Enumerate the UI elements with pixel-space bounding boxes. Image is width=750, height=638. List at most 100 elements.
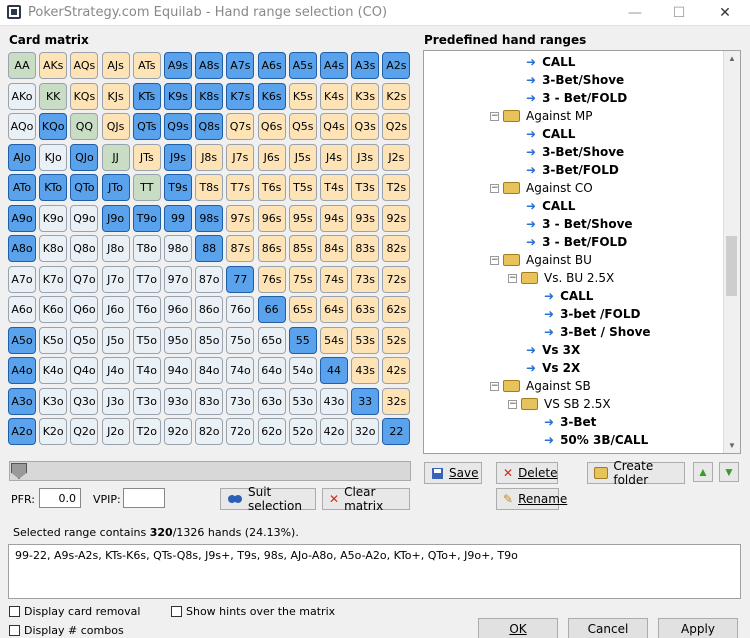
range-text-box[interactable]: 99-22, A9s-A2s, KTs-K6s, QTs-Q8s, J9s+, … — [8, 544, 741, 599]
matrix-cell-44[interactable]: 44 — [320, 357, 348, 384]
matrix-cell-J7o[interactable]: J7o — [101, 265, 130, 293]
collapse-icon[interactable]: − — [490, 380, 499, 391]
matrix-cell-T5o[interactable]: T5o — [132, 326, 161, 354]
collapse-icon[interactable]: − — [490, 182, 499, 193]
matrix-cell-J7s[interactable]: J7s — [226, 143, 255, 171]
matrix-cell-73s[interactable]: 73s — [351, 265, 380, 293]
tree-item[interactable]: ➜CALL — [526, 197, 575, 215]
matrix-cell-J2s[interactable]: J2s — [382, 143, 411, 171]
matrix-cell-K8o[interactable]: K8o — [39, 235, 68, 262]
matrix-cell-A8o[interactable]: A8o — [8, 235, 36, 262]
matrix-cell-K5s[interactable]: K5s — [288, 82, 317, 110]
tree-item[interactable]: ➜3-bet /FOLD — [544, 305, 640, 323]
minimize-button[interactable]: — — [628, 5, 642, 21]
matrix-cell-J8s[interactable]: J8s — [195, 143, 224, 171]
matrix-cell-JTs[interactable]: JTs — [132, 143, 161, 171]
close-button[interactable]: ✕ — [719, 5, 731, 21]
suit-selection-button[interactable]: Suit selection — [220, 485, 316, 513]
tree-item[interactable]: ➜3-Bet — [544, 413, 596, 431]
vpip-input[interactable] — [123, 488, 165, 508]
matrix-cell-83o[interactable]: 83o — [195, 387, 224, 415]
matrix-cell-T9o[interactable]: T9o — [132, 204, 161, 232]
collapse-icon[interactable]: − — [508, 272, 517, 283]
matrix-cell-92s[interactable]: 92s — [382, 204, 411, 232]
matrix-cell-J3o[interactable]: J3o — [101, 387, 130, 415]
tree-item[interactable]: ➜CALL — [544, 287, 593, 305]
tree-item[interactable]: ➜CALL — [526, 125, 575, 143]
matrix-cell-T9s[interactable]: T9s — [164, 174, 192, 201]
matrix-cell-98s[interactable]: 98s — [195, 204, 224, 232]
matrix-cell-ATs[interactable]: ATs — [132, 52, 161, 79]
matrix-cell-54s[interactable]: 54s — [320, 326, 348, 354]
matrix-cell-A3s[interactable]: A3s — [351, 52, 380, 79]
matrix-cell-A3o[interactable]: A3o — [8, 387, 36, 415]
matrix-cell-82o[interactable]: 82o — [195, 418, 224, 445]
matrix-cell-Q3o[interactable]: Q3o — [70, 387, 99, 415]
matrix-cell-32o[interactable]: 32o — [351, 418, 380, 445]
matrix-cell-K9s[interactable]: K9s — [164, 82, 192, 110]
matrix-cell-Q6o[interactable]: Q6o — [70, 296, 99, 323]
tree-item[interactable]: ➜Vs 3X — [526, 341, 580, 359]
matrix-cell-AKs[interactable]: AKs — [39, 52, 68, 79]
matrix-cell-K8s[interactable]: K8s — [195, 82, 224, 110]
matrix-cell-93s[interactable]: 93s — [351, 204, 380, 232]
matrix-cell-J6s[interactable]: J6s — [257, 143, 286, 171]
matrix-cell-K3s[interactable]: K3s — [351, 82, 380, 110]
matrix-cell-52o[interactable]: 52o — [288, 418, 317, 445]
matrix-cell-K5o[interactable]: K5o — [39, 326, 68, 354]
matrix-cell-K6s[interactable]: K6s — [257, 82, 286, 110]
matrix-cell-98o[interactable]: 98o — [164, 235, 192, 262]
matrix-cell-84o[interactable]: 84o — [195, 357, 224, 384]
matrix-cell-Q7s[interactable]: Q7s — [226, 113, 255, 140]
clear-matrix-button[interactable]: ✕ Clear matrix — [322, 485, 410, 513]
matrix-cell-T3o[interactable]: T3o — [132, 387, 161, 415]
matrix-cell-53o[interactable]: 53o — [288, 387, 317, 415]
matrix-cell-T2o[interactable]: T2o — [132, 418, 161, 445]
slider-thumb[interactable] — [11, 463, 27, 479]
matrix-cell-85o[interactable]: 85o — [195, 326, 224, 354]
matrix-cell-K7s[interactable]: K7s — [226, 82, 255, 110]
apply-button[interactable]: Apply — [658, 618, 738, 638]
tree-folder[interactable]: −VS SB 2.5X — [508, 395, 611, 413]
matrix-cell-J4o[interactable]: J4o — [101, 357, 130, 384]
matrix-cell-AA[interactable]: AA — [8, 52, 36, 79]
matrix-cell-Q7o[interactable]: Q7o — [70, 265, 99, 293]
matrix-cell-Q8s[interactable]: Q8s — [195, 113, 224, 140]
matrix-cell-J8o[interactable]: J8o — [101, 235, 130, 262]
move-up-button[interactable]: ▲ — [693, 462, 713, 482]
matrix-cell-AKo[interactable]: AKo — [8, 82, 36, 110]
matrix-cell-82s[interactable]: 82s — [382, 235, 411, 262]
matrix-cell-A7s[interactable]: A7s — [226, 52, 255, 79]
matrix-cell-T8s[interactable]: T8s — [195, 174, 224, 201]
matrix-cell-95o[interactable]: 95o — [164, 326, 192, 354]
matrix-cell-QTo[interactable]: QTo — [70, 174, 99, 201]
matrix-cell-A8s[interactable]: A8s — [195, 52, 224, 79]
display-combos-checkbox[interactable]: Display # combos — [9, 624, 124, 637]
tree-item[interactable]: ➜50% 3B/CALL — [544, 431, 648, 449]
matrix-cell-A5s[interactable]: A5s — [288, 52, 317, 79]
matrix-cell-Q5s[interactable]: Q5s — [288, 113, 317, 140]
matrix-cell-K7o[interactable]: K7o — [39, 265, 68, 293]
matrix-cell-42o[interactable]: 42o — [320, 418, 348, 445]
matrix-cell-43s[interactable]: 43s — [351, 357, 380, 384]
matrix-cell-AQs[interactable]: AQs — [70, 52, 99, 79]
matrix-cell-T8o[interactable]: T8o — [132, 235, 161, 262]
checkbox-box[interactable] — [9, 606, 20, 617]
matrix-cell-T3s[interactable]: T3s — [351, 174, 380, 201]
maximize-button[interactable]: ☐ — [672, 5, 686, 21]
tree-item[interactable]: ➜3-Bet/Shove — [526, 71, 624, 89]
cancel-button[interactable]: Cancel — [568, 618, 648, 638]
matrix-cell-87o[interactable]: 87o — [195, 265, 224, 293]
display-card-removal-checkbox[interactable]: Display card removal — [9, 605, 140, 618]
matrix-cell-T6o[interactable]: T6o — [132, 296, 161, 323]
matrix-cell-99[interactable]: 99 — [164, 204, 192, 232]
matrix-cell-KQs[interactable]: KQs — [70, 82, 99, 110]
matrix-cell-66[interactable]: 66 — [257, 296, 286, 323]
matrix-cell-K4s[interactable]: K4s — [320, 82, 348, 110]
show-hints-checkbox[interactable]: Show hints over the matrix — [171, 605, 335, 618]
matrix-cell-96o[interactable]: 96o — [164, 296, 192, 323]
matrix-cell-A2o[interactable]: A2o — [8, 418, 36, 445]
matrix-cell-88[interactable]: 88 — [195, 235, 224, 262]
matrix-cell-J6o[interactable]: J6o — [101, 296, 130, 323]
tree-folder[interactable]: −Vs. BU 2.5X — [508, 269, 614, 287]
